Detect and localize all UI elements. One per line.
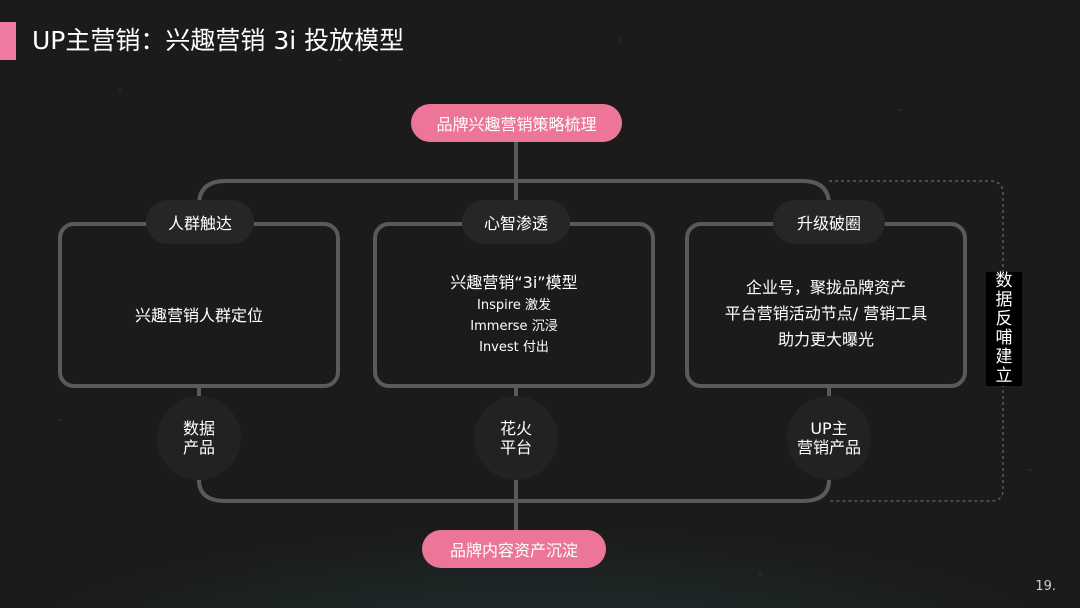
circle-line: 数据 xyxy=(182,419,215,438)
page-number: 19. xyxy=(1035,579,1056,594)
circle-line: 产品 xyxy=(182,438,215,457)
tag-mind-penetration: 心智渗透 xyxy=(462,200,570,244)
side-char: 建 xyxy=(995,347,1013,367)
circle-data-product: 数据 产品 xyxy=(157,396,241,480)
side-char: 哺 xyxy=(995,328,1013,348)
box-mind-penetration: 兴趣营销“3i”模型 Inspire 激发 Immerse 沉浸 Invest … xyxy=(377,262,651,366)
side-label-data-feedback: 数 据 反 哺 建 立 xyxy=(986,272,1022,386)
box-line: 助力更大曝光 xyxy=(777,330,874,349)
box-line: 平台营销活动节点/ 营销工具 xyxy=(724,304,928,323)
box-heading: 兴趣营销“3i”模型 xyxy=(450,272,578,292)
circle-line: 花火 xyxy=(499,419,532,438)
circle-line: UP主 xyxy=(810,419,848,438)
box-audience-reach: 兴趣营销人群定位 xyxy=(62,246,336,382)
top-pill: 品牌兴趣营销策略梳理 xyxy=(411,104,622,142)
tag-audience-reach: 人群触达 xyxy=(146,200,254,244)
side-char: 数 xyxy=(995,271,1013,291)
bottom-pill: 品牌内容资产沉淀 xyxy=(422,530,606,568)
slide-title: UP主营销：兴趣营销 3i 投放模型 xyxy=(32,26,405,55)
circle-up-marketing-product: UP主 营销产品 xyxy=(787,396,871,480)
circle-huahuo-platform: 花火 平台 xyxy=(474,396,558,480)
circle-line: 营销产品 xyxy=(796,438,861,457)
box-upgrade-breakout: 企业号，聚拢品牌资产 平台营销活动节点/ 营销工具 助力更大曝光 xyxy=(689,268,963,360)
tag-upgrade-breakout: 升级破圈 xyxy=(773,200,885,244)
box-line: Immerse 沉浸 xyxy=(470,318,558,334)
box-line: 企业号，聚拢品牌资产 xyxy=(745,278,906,297)
circle-line: 平台 xyxy=(499,438,532,457)
side-char: 反 xyxy=(995,309,1013,329)
side-char: 立 xyxy=(995,366,1013,386)
box-line: Inspire 激发 xyxy=(477,297,551,313)
side-char: 据 xyxy=(995,290,1013,310)
box-line: 兴趣营销人群定位 xyxy=(134,306,263,325)
box-line: Invest 付出 xyxy=(479,339,549,355)
title-accent-bar xyxy=(0,22,16,60)
